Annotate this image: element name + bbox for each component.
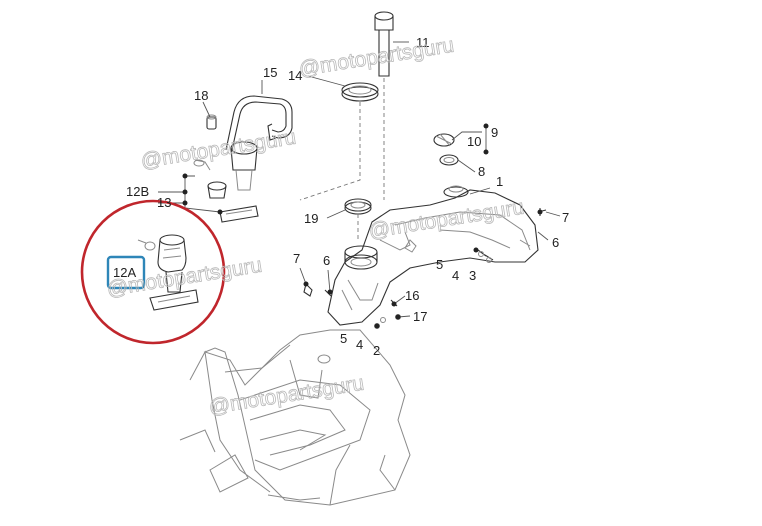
fuel-sender-11 xyxy=(374,11,394,200)
part-labels: 11 15 14 18 9 10 8 1 12B 13 7 19 6 7 6 5… xyxy=(113,35,569,358)
label-8: 8 xyxy=(478,164,485,179)
label-7-right: 7 xyxy=(562,210,569,225)
fuel-pump-12a xyxy=(137,234,199,311)
fuel-pump-12b xyxy=(193,141,259,223)
label-6-left: 6 xyxy=(323,253,330,268)
clip-18 xyxy=(206,114,217,130)
watermark-2: @motopartsguru xyxy=(139,126,297,173)
label-9: 9 xyxy=(491,125,498,140)
highlight-circle xyxy=(80,199,226,345)
label-7-left: 7 xyxy=(293,251,300,266)
frame-chassis xyxy=(179,329,411,506)
label-5-left: 5 xyxy=(340,331,347,346)
label-13: 13 xyxy=(157,195,171,210)
fuel-tank xyxy=(327,185,539,326)
label-5-right: 5 xyxy=(436,257,443,272)
label-11: 11 xyxy=(416,35,430,50)
ring-nut-14 xyxy=(299,82,379,201)
label-12a: 12A xyxy=(113,265,136,280)
label-10: 10 xyxy=(467,134,481,149)
watermark-3: @motopartsguru xyxy=(367,196,525,243)
label-16: 16 xyxy=(405,288,419,303)
label-3: 3 xyxy=(469,268,476,283)
fuel-cap-10 xyxy=(433,133,455,147)
label-4-right: 4 xyxy=(452,268,459,283)
watermark-5: @motopartsguru xyxy=(207,372,365,419)
label-17: 17 xyxy=(413,309,427,324)
fuel-hose-15 xyxy=(225,95,293,151)
label-12b: 12B xyxy=(126,184,149,199)
label-6-right: 6 xyxy=(552,235,559,250)
gasket-8 xyxy=(439,154,476,173)
label-19: 19 xyxy=(304,211,318,226)
watermarks: @motopartsguru @motopartsguru @motoparts… xyxy=(105,33,526,419)
label-2: 2 xyxy=(373,343,380,358)
dot-markers xyxy=(182,123,543,329)
ring-19 xyxy=(344,198,372,240)
watermark-1: @motopartsguru xyxy=(297,34,455,81)
label-14: 14 xyxy=(288,68,302,83)
label-4-left: 4 xyxy=(356,337,363,352)
label-15: 15 xyxy=(263,65,277,80)
label-18: 18 xyxy=(194,88,208,103)
label-1: 1 xyxy=(496,174,503,189)
highlight-box xyxy=(106,255,146,290)
